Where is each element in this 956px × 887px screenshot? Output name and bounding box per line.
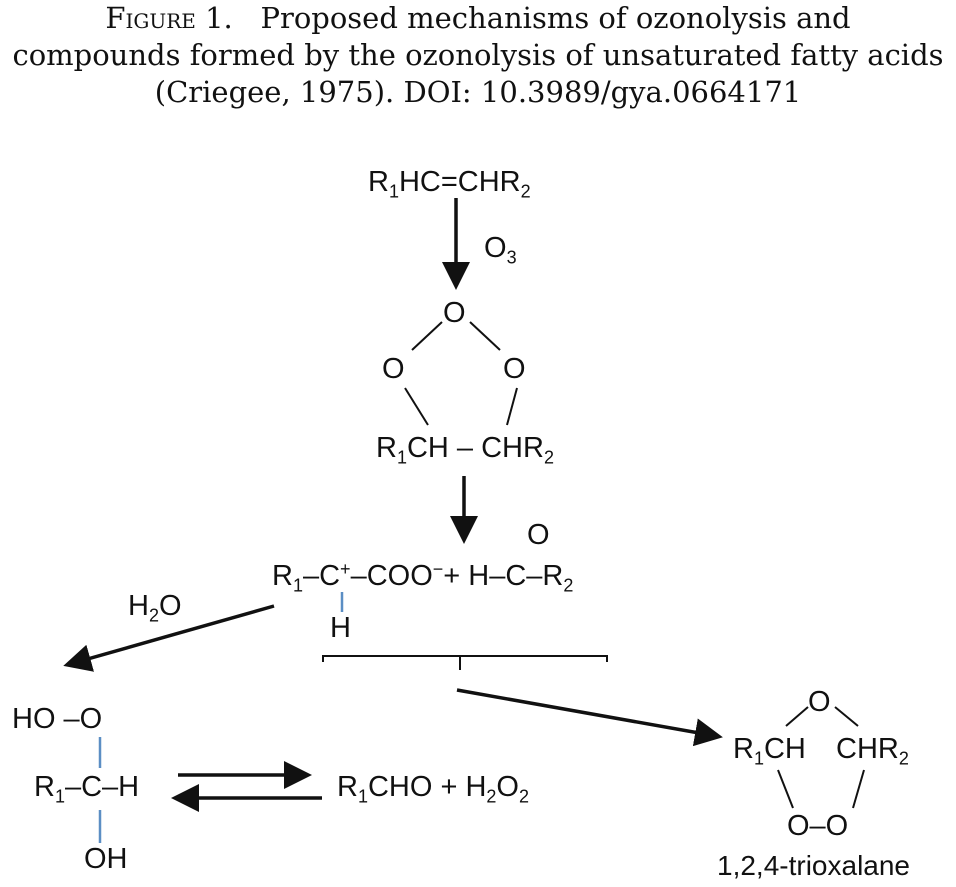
bond-otop-oright <box>469 321 501 351</box>
trioxalane-name: 1,2,4-trioxalane <box>717 850 911 881</box>
caption-line-2: compounds formed by the ozonolysis of un… <box>12 38 944 72</box>
ozonide-carbons: R1CH – CHR2 <box>376 432 554 468</box>
trioxalane-left-carbon: R1CH <box>733 733 806 769</box>
caption-line-1: Figure 1. Proposed mechanisms of ozonoly… <box>0 0 956 37</box>
figure-caption: Figure 1. Proposed mechanisms of ozonoly… <box>0 0 956 111</box>
fragment-h: H <box>330 612 351 644</box>
hydroperoxide-middle: R1–C–H <box>34 771 140 807</box>
products-aldehyde-peroxide: R1CHO + H2O2 <box>337 771 529 807</box>
aldehyde-o: O <box>527 519 550 551</box>
trioxalane-peroxide: O–O <box>787 810 849 842</box>
ozonide-o-right: O <box>503 353 526 385</box>
figure-label: Figure 1. <box>105 1 233 35</box>
bond-oright-c <box>506 387 518 426</box>
recombination-brace <box>322 655 608 670</box>
hydroperoxide-top: HO –O <box>12 703 103 735</box>
tri-bond-left-down <box>777 769 794 809</box>
trioxalane-right-carbon: CHR2 <box>836 733 909 769</box>
caption-line-3: (Criegee, 1975). DOI: 10.3989/gya.066417… <box>154 75 802 109</box>
arrow-water-addition <box>63 604 275 672</box>
trioxalane-o-top: O <box>808 686 831 718</box>
reagent-ozone: O3 <box>484 232 517 268</box>
cleavage-fragments: R1–C+–COO−+ H–C–R2 <box>272 559 574 596</box>
hydroperoxide-bottom: OH <box>84 843 128 875</box>
bond-oleft-c <box>404 387 429 426</box>
tri-bond-right-up <box>834 706 859 727</box>
arrow-recombination <box>456 688 723 747</box>
ozonide-o-left: O <box>382 353 405 385</box>
ozonide-o-top: O <box>443 297 466 329</box>
water-label: H2O <box>128 590 182 626</box>
tri-bond-right-down <box>852 769 865 809</box>
bond-otop-oleft <box>411 321 443 351</box>
reactant-alkene: R1HC=CHR2 <box>368 166 531 202</box>
tri-bond-left-up <box>785 706 809 727</box>
caption-text-1: Proposed mechanisms of ozonolysis and <box>260 1 851 35</box>
